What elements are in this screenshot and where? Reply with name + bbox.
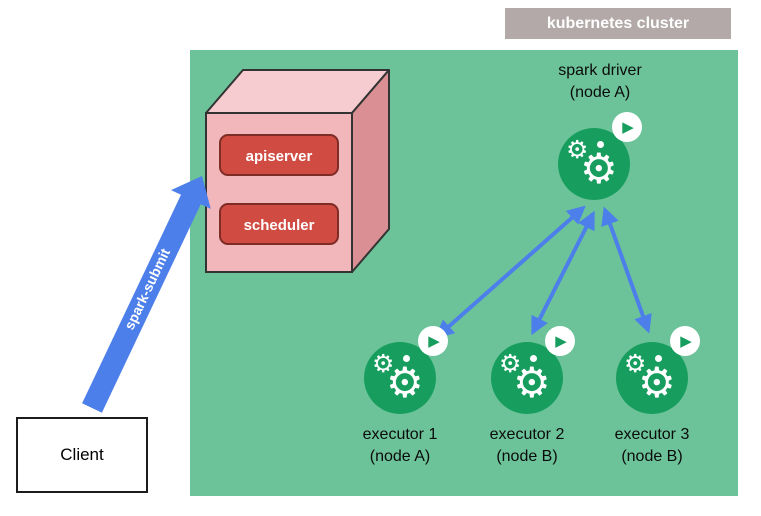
executor1-node: (node A) — [369, 448, 431, 465]
driver-label: spark driver (node A) — [520, 60, 680, 104]
spark-icon-circle — [491, 342, 563, 414]
gear-icon: ⚙ — [624, 349, 647, 378]
spark-driver-icon: ⚙ ⚙ ▶ — [556, 112, 648, 204]
executor1-title: executor 1 — [362, 426, 438, 443]
gear-icon: ⚙ — [499, 349, 522, 378]
executor3-node: (node B) — [621, 448, 683, 465]
executor2-node: (node B) — [496, 448, 558, 465]
executor1-label: executor 1 (node A) — [330, 424, 470, 468]
play-icon: ▶ — [622, 117, 634, 136]
executor2-title: executor 2 — [489, 426, 565, 443]
dot-icon — [530, 355, 537, 362]
gear-icon: ⚙ — [566, 135, 589, 164]
play-icon: ▶ — [555, 331, 567, 350]
play-badge: ▶ — [545, 326, 575, 356]
executor2-icon: ⚙ ⚙ ▶ — [489, 326, 581, 418]
play-icon: ▶ — [428, 331, 440, 350]
gear-icon: ⚙ — [372, 349, 395, 378]
gear-icon: ⚙ — [638, 358, 676, 407]
spark-icon-circle — [558, 128, 630, 200]
spark-icon-circle — [616, 342, 688, 414]
executor1-icon: ⚙ ⚙ ▶ — [362, 326, 454, 418]
play-badge: ▶ — [670, 326, 700, 356]
kubernetes-cluster-label: kubernetes cluster — [505, 8, 731, 39]
dot-icon — [403, 355, 410, 362]
play-badge: ▶ — [418, 326, 448, 356]
driver-title: spark driver — [558, 62, 642, 79]
play-badge: ▶ — [612, 112, 642, 142]
executor2-label: executor 2 (node B) — [457, 424, 597, 468]
executor3-icon: ⚙ ⚙ ▶ — [614, 326, 706, 418]
apiserver-box: apiserver — [219, 134, 339, 176]
client-box: Client — [16, 417, 148, 493]
gear-icon: ⚙ — [580, 144, 618, 193]
gear-icon: ⚙ — [386, 358, 424, 407]
client-label: Client — [60, 445, 104, 464]
executor3-label: executor 3 (node B) — [582, 424, 722, 468]
executor3-title: executor 3 — [614, 426, 690, 443]
play-icon: ▶ — [680, 331, 692, 350]
scheduler-box: scheduler — [219, 203, 339, 245]
dot-icon — [655, 355, 662, 362]
driver-node: (node A) — [569, 84, 631, 101]
gear-icon: ⚙ — [513, 358, 551, 407]
dot-icon — [597, 141, 604, 148]
spark-icon-circle — [364, 342, 436, 414]
spark-submit-label: spark-submit — [120, 245, 174, 333]
